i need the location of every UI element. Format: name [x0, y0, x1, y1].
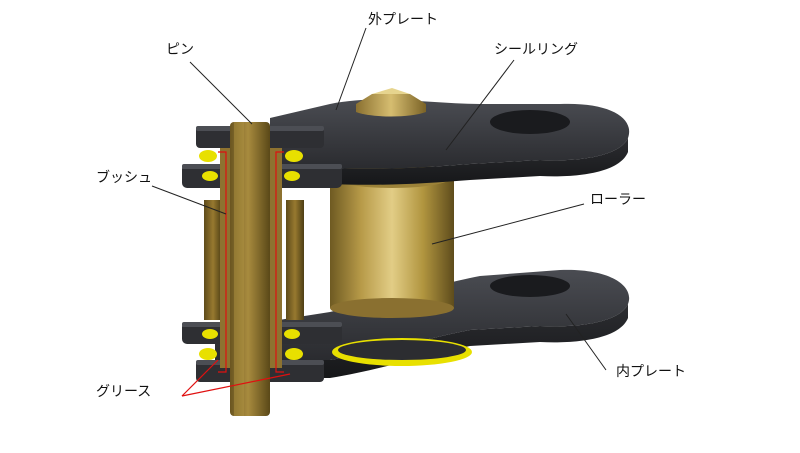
inner-plate-upper-side: [330, 138, 628, 185]
leader-lines: [151, 27, 607, 397]
leader-inner-plate: [565, 313, 607, 371]
roller-bottom: [330, 298, 454, 318]
leader-pin: [189, 61, 253, 125]
leader-grease-left: [181, 359, 219, 397]
roller: [330, 164, 454, 318]
leader-grease-right: [181, 373, 291, 397]
label-bush: ブッシュ: [96, 169, 152, 186]
label-roller: ローラー: [590, 192, 646, 208]
grease-lines: [218, 151, 284, 373]
seal-rings-cross-section: [199, 150, 303, 360]
inner-plate-upper-hole: [490, 110, 570, 134]
leader-bush: [151, 185, 227, 215]
pin-cap: [356, 88, 426, 117]
label-seal-ring: シールリング: [494, 42, 578, 58]
seal-ring-lower: [332, 338, 472, 366]
label-pin: ピン: [166, 42, 194, 58]
leader-seal-ring: [445, 59, 515, 151]
pin: [230, 122, 270, 416]
inner-plate-lower-hole: [490, 275, 570, 297]
leader-roller: [431, 203, 585, 245]
label-outer-plate: 外プレート: [368, 12, 438, 28]
inner-plate-upper: [270, 99, 630, 185]
roller-body: [330, 176, 454, 308]
roller-cross-section: [204, 200, 304, 320]
leader-outer-plate: [335, 27, 367, 111]
label-grease: グリース: [96, 384, 151, 400]
label-inner-plate: 内プレート: [616, 364, 686, 380]
